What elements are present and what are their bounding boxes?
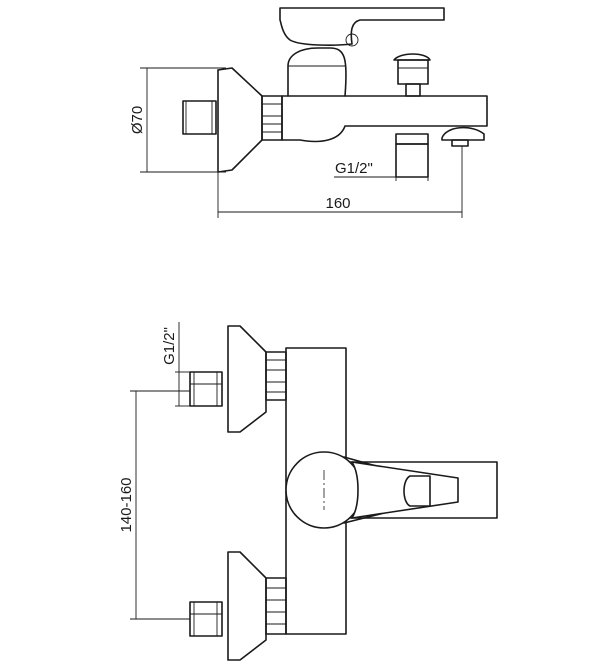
thread-side-label: G1/2" [161, 327, 178, 365]
hex-connector [261, 95, 283, 141]
mixer-body [281, 47, 488, 143]
thread-top-label: G1/2" [335, 160, 373, 177]
upper-hex-connector [265, 351, 287, 401]
shower-outlet [395, 133, 429, 178]
lower-escutcheon [227, 551, 267, 661]
front-lever-arm [351, 461, 459, 519]
lower-hex-connector [265, 577, 287, 635]
front-elevation-view: G1/2" 140-160 [118, 322, 498, 661]
side-elevation-view: Ø70 G1/2" 160 [129, 7, 488, 218]
diameter-label: Ø70 [129, 106, 146, 134]
dimension-thread-top: G1/2" [334, 150, 429, 181]
inlet-nut [182, 100, 217, 135]
dimension-width: 160 [217, 146, 463, 218]
dimension-spacing: 140-160 [118, 390, 190, 620]
lever-handle [279, 7, 445, 47]
upper-inlet-nut [189, 371, 223, 407]
escutcheon-flange [217, 67, 263, 173]
spacing-label: 140-160 [118, 477, 135, 532]
upper-escutcheon [227, 325, 267, 433]
front-mixer-body [285, 347, 498, 635]
diverter-knob [393, 53, 431, 97]
width-label: 160 [325, 195, 350, 212]
dimension-diameter: Ø70 [129, 67, 226, 173]
lower-inlet-nut [189, 601, 223, 637]
dimension-thread-side: G1/2" [161, 322, 190, 407]
spout-aerator [441, 126, 485, 147]
